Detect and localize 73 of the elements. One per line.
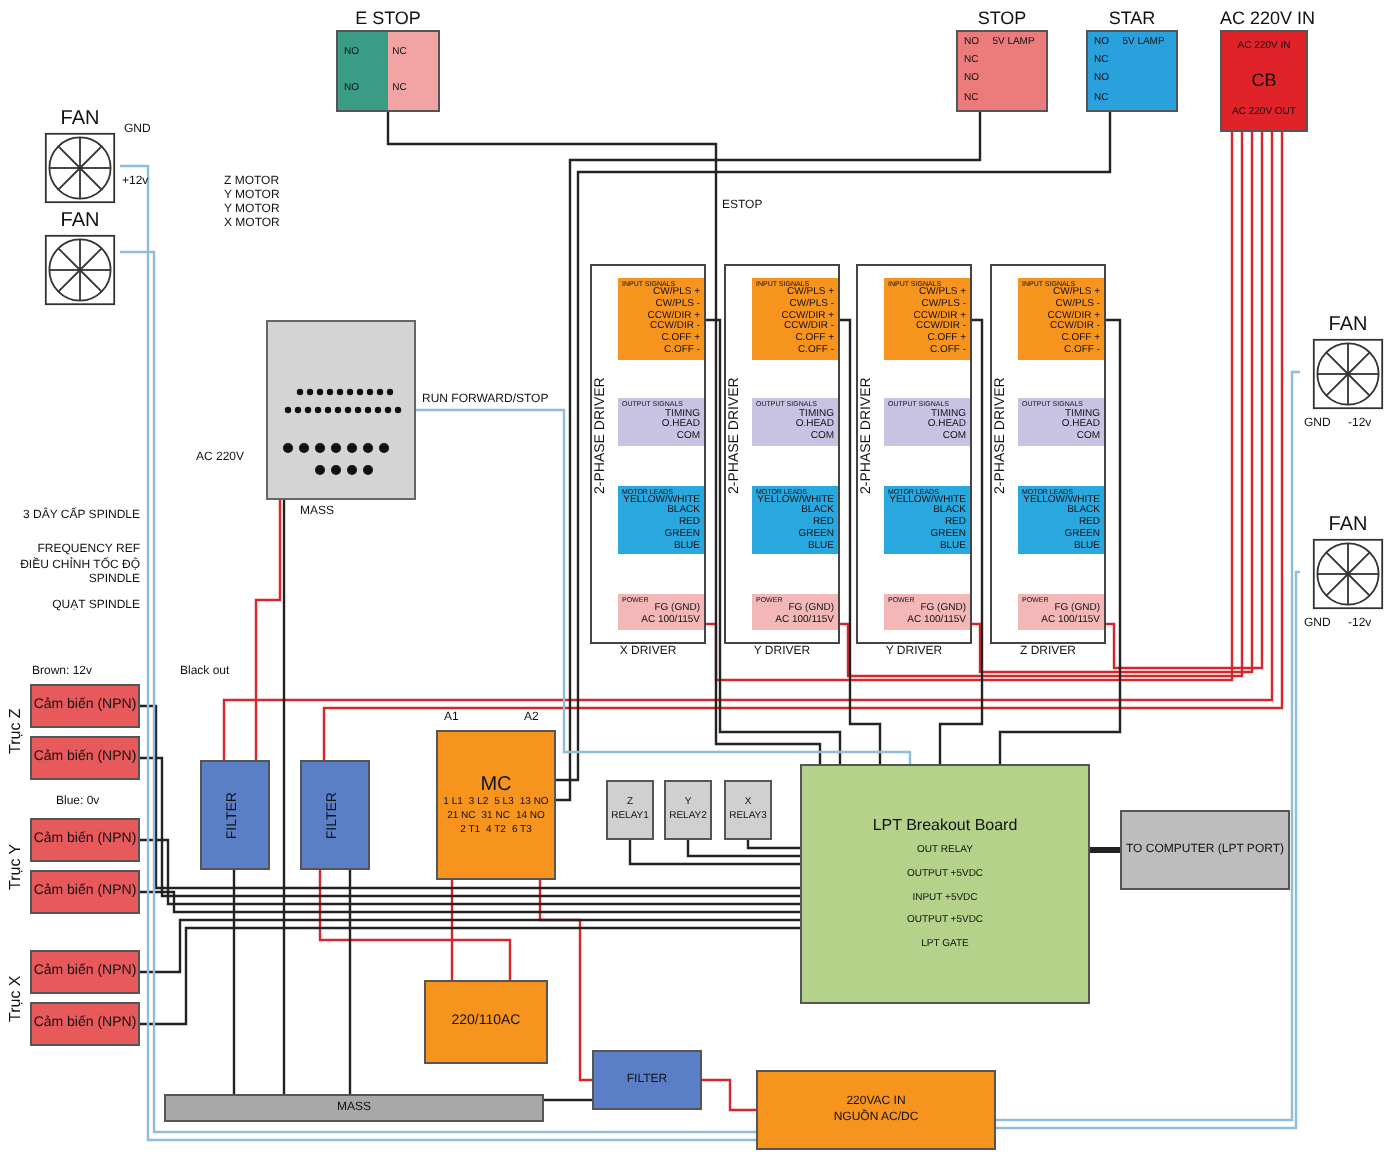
fan xyxy=(40,210,120,310)
wire xyxy=(140,890,800,914)
wire xyxy=(998,318,1122,764)
axis-label: Trục Z xyxy=(6,707,26,759)
fan-title: FAN xyxy=(1328,314,1368,337)
wire xyxy=(840,318,882,764)
wire xyxy=(140,704,800,890)
wire xyxy=(140,926,800,1026)
component-title: STOP xyxy=(975,8,1029,29)
wire xyxy=(686,840,800,858)
wire xyxy=(1106,132,1264,670)
wire xyxy=(140,918,800,974)
ground-bar xyxy=(164,1094,544,1122)
wire xyxy=(996,570,1301,1130)
wire xyxy=(706,318,842,764)
relay-box xyxy=(724,780,772,840)
sensor-box xyxy=(30,736,140,780)
push-button-switch xyxy=(1086,8,1178,112)
sensor-box xyxy=(30,684,140,728)
stepper-driver xyxy=(856,264,972,644)
axis-label: Trục X xyxy=(6,972,26,1026)
sensor-box xyxy=(30,818,140,862)
sensor-box xyxy=(30,1002,140,1046)
filter-box xyxy=(592,1050,702,1110)
wire xyxy=(140,838,800,906)
wire xyxy=(386,112,822,764)
terminal-label: CB xyxy=(1251,70,1277,92)
wire xyxy=(450,880,454,980)
fan-title: FAN xyxy=(60,210,100,233)
fan-title: FAN xyxy=(60,108,100,131)
filter-box xyxy=(300,760,370,870)
wire xyxy=(938,318,984,764)
sensor-box xyxy=(30,870,140,914)
wire xyxy=(702,1078,756,1112)
wire xyxy=(839,132,1244,678)
box-title: MC xyxy=(478,773,514,797)
wire xyxy=(628,840,800,866)
wire xyxy=(556,112,982,802)
wire xyxy=(556,112,1112,782)
wire xyxy=(746,840,800,850)
cable-box xyxy=(1120,810,1290,890)
fan-title: FAN xyxy=(1328,514,1368,537)
cable xyxy=(1090,847,1120,853)
relay-box xyxy=(606,780,654,840)
wire xyxy=(348,870,352,1094)
stepper-driver xyxy=(990,264,1106,644)
filter-box xyxy=(200,760,270,870)
axis-label: Trục Y xyxy=(6,840,26,894)
fan xyxy=(40,108,120,208)
wire xyxy=(996,370,1301,1122)
relay-box xyxy=(664,780,712,840)
push-button-switch xyxy=(956,8,1048,112)
contactor-box xyxy=(436,730,556,880)
transformer-box xyxy=(424,980,548,1064)
wire xyxy=(705,132,1234,682)
stepper-driver xyxy=(590,264,706,644)
inverter-drive xyxy=(266,320,416,500)
wire xyxy=(318,870,512,980)
wire xyxy=(140,756,800,898)
wire xyxy=(971,132,1254,674)
breakout-board xyxy=(800,764,1090,1004)
component-title: STAR xyxy=(1106,8,1158,29)
wire xyxy=(254,500,282,760)
sensor-box xyxy=(30,950,140,994)
emergency-stop-switch xyxy=(336,8,440,112)
wire xyxy=(282,500,286,1094)
stepper-driver xyxy=(724,264,840,644)
wire xyxy=(416,408,912,764)
power-supply-box xyxy=(756,1070,996,1150)
component-title: E STOP xyxy=(353,8,423,29)
wire xyxy=(544,1098,592,1102)
box-title: LPT Breakout Board xyxy=(870,816,1020,835)
wire xyxy=(232,870,236,1094)
